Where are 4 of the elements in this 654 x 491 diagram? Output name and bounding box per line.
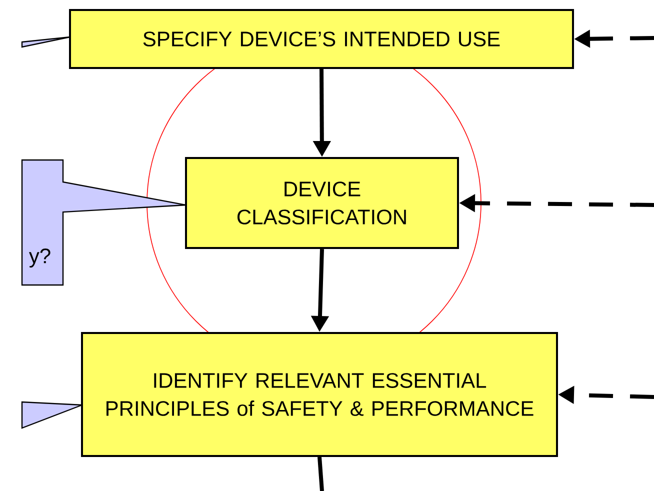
process-box: IDENTIFY RELEVANT ESSENTIAL PRINCIPLES of SAFETY & PERFORMANCE <box>81 332 558 457</box>
process-box: SPECIFY DEVICE’S INTENDED USE <box>69 9 574 69</box>
process-box: DEVICE CLASSIFICATION <box>185 157 459 249</box>
callout-pointer <box>21 36 71 48</box>
